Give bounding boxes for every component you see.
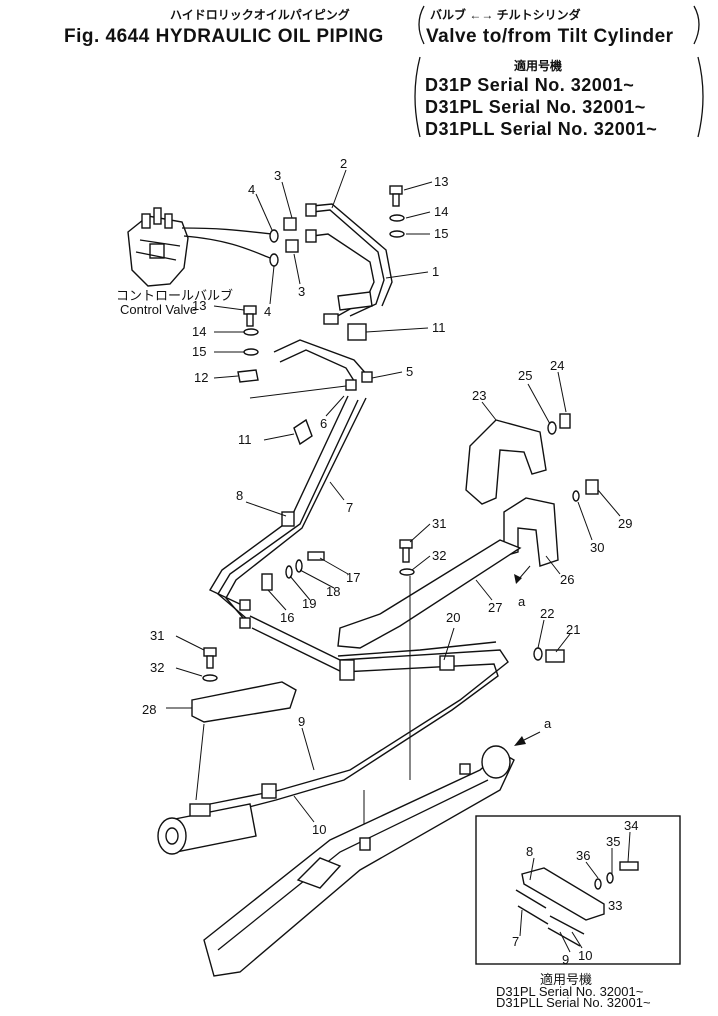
callout-27: 27 [488,600,502,615]
callout-31-lower: 31 [150,628,164,643]
callout-20: 20 [446,610,460,625]
callout-35: 35 [606,834,620,849]
callout-15-upper: 15 [434,226,448,241]
callout-2: 2 [340,156,347,171]
callout-1: 1 [432,264,439,279]
bolt-31-32-lower [202,647,218,682]
bolt-31-32-upper [399,539,415,576]
callout-19: 19 [302,596,316,611]
control-valve-icon [127,207,273,287]
callout-33: 33 [608,898,622,913]
applicable-japanese: 適用号機 [514,59,563,73]
serial-line-1: D31P Serial No. 32001~ [425,75,635,95]
serial-line-2: D31PL Serial No. 32001~ [425,97,646,117]
callout-8: 8 [236,488,243,503]
callout-14-left: 14 [192,324,206,339]
callout-31-upper: 31 [432,516,446,531]
callout-6: 6 [320,416,327,431]
callout-5: 5 [406,364,413,379]
clamp-11 [293,418,313,446]
header-brackets [414,5,704,138]
callout-25: 25 [518,368,532,383]
tilt-cylinder [157,803,257,855]
inset-applicable-jp: 適用号機 [540,972,592,987]
callout-23: 23 [472,388,486,403]
callout-11-lower: 11 [238,432,252,447]
callout-16: 16 [280,610,294,625]
callout-32-upper: 32 [432,548,446,563]
callout-15-left: 15 [192,344,206,359]
callout-4-upper: 4 [248,182,255,197]
cover-23 [465,419,547,505]
fittings-3-4 [269,217,299,267]
callout-9-inset: 9 [562,952,569,967]
callout-9: 9 [298,714,305,729]
callout-12: 12 [194,370,208,385]
inset-frame [475,815,681,965]
callout-13-left: 13 [192,298,206,313]
bolt-29-30 [572,479,599,502]
callout-34: 34 [624,818,638,833]
pipe-5 [273,339,373,391]
callout-28: 28 [142,702,156,717]
callout-36: 36 [576,848,590,863]
callout-11-upper: 11 [432,320,446,335]
callout-17: 17 [346,570,360,585]
bracket-26 [503,497,559,567]
bolt-21-22 [533,647,565,663]
arrow-a-upper [514,565,531,584]
callout-13-upper: 13 [434,174,448,189]
title-japanese: ハイドロリックオイルパイピング [170,8,350,22]
figure-subtitle: Valve to/from Tilt Cylinder [426,26,674,47]
callout-24: 24 [550,358,564,373]
bolt-set-upper [389,185,405,238]
callout-22: 22 [540,606,554,621]
callout-32-lower: 32 [150,660,164,675]
callout-7: 7 [346,500,353,515]
figure-title: Fig. 4644 HYDRAULIC OIL PIPING [64,26,384,47]
pipes-7-8 [209,395,367,629]
lower-pipes-9-10 [209,615,509,817]
callout-26: 26 [560,572,574,587]
callout-18: 18 [326,584,340,599]
arrow-label-a-lower: a [544,716,552,731]
arrow-label-a-upper: a [518,594,526,609]
callout-21: 21 [566,622,580,637]
control-valve-label-en: Control Valve [120,302,197,317]
callout-numbers: 2 3 4 4 3 13 14 15 1 11 13 14 15 12 5 6 … [142,156,638,967]
callout-3-upper: 3 [274,168,281,183]
clamp-16-bolt-set [261,551,325,591]
control-valve-label-jp: コントロールバルブ [116,288,233,303]
block-28 [191,681,297,723]
inset-detail [515,861,639,947]
upper-pipe-assembly [305,203,393,341]
title-japanese-bracket: バルブ ←→ チルトシリンダ [430,8,581,22]
callout-leaders [166,169,631,953]
callout-4-lower: 4 [264,304,271,319]
callout-10-inset: 10 [578,948,592,963]
arm-27 [337,539,522,649]
inset-serial-2: D31PLL Serial No. 32001~ [496,995,651,1010]
callout-29: 29 [618,516,632,531]
bolt-set-left [237,305,259,383]
callout-14-upper: 14 [434,204,448,219]
callout-30: 30 [590,540,604,555]
inset-serial-1: D31PL Serial No. 32001~ [496,984,644,999]
arrow-a-lower [514,731,541,746]
callout-3-lower: 3 [298,284,305,299]
serial-line-3: D31PLL Serial No. 32001~ [425,119,658,139]
callout-10: 10 [312,822,326,837]
blade-frame [203,745,515,977]
callout-7-inset: 7 [512,934,519,949]
bolt-24-25 [547,413,571,435]
callout-8-inset: 8 [526,844,533,859]
